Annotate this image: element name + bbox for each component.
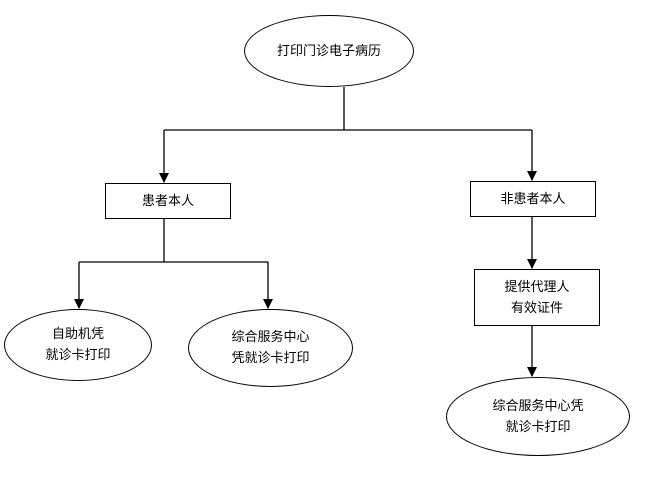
node-kiosk-print: 自助机凭 就诊卡打印 [4,309,152,381]
node-non-patient: 非患者本人 [470,181,596,217]
node-proxy-valid-id: 提供代理人 有效证件 [474,269,600,326]
node-service-center-print: 综合服务中心 凭就诊卡打印 [188,309,353,387]
kiosk-print-label-line1: 自助机凭 [51,327,104,342]
proxy-service-print-label-line1: 综合服务中心凭 [492,398,584,414]
root-node-label: 打印门诊电子病历 [276,43,381,59]
root-node-print-outpatient-record: 打印门诊电子病历 [244,15,414,87]
node-patient-self: 患者本人 [105,183,231,219]
non-patient-label: 非患者本人 [500,191,566,207]
proxy-service-print-label-line2: 就诊卡打印 [505,419,571,435]
service-center-print-label-line2: 凭就诊卡打印 [231,351,310,366]
node-proxy-service-center-print: 综合服务中心凭 就诊卡打印 [446,377,630,456]
kiosk-print-label-line2: 就诊卡打印 [45,348,111,363]
patient-self-label: 患者本人 [141,193,194,209]
proxy-id-label-line2: 有效证件 [510,300,563,316]
proxy-id-label-line1: 提供代理人 [504,279,570,295]
service-center-print-label-line1: 综合服务中心 [231,330,310,345]
